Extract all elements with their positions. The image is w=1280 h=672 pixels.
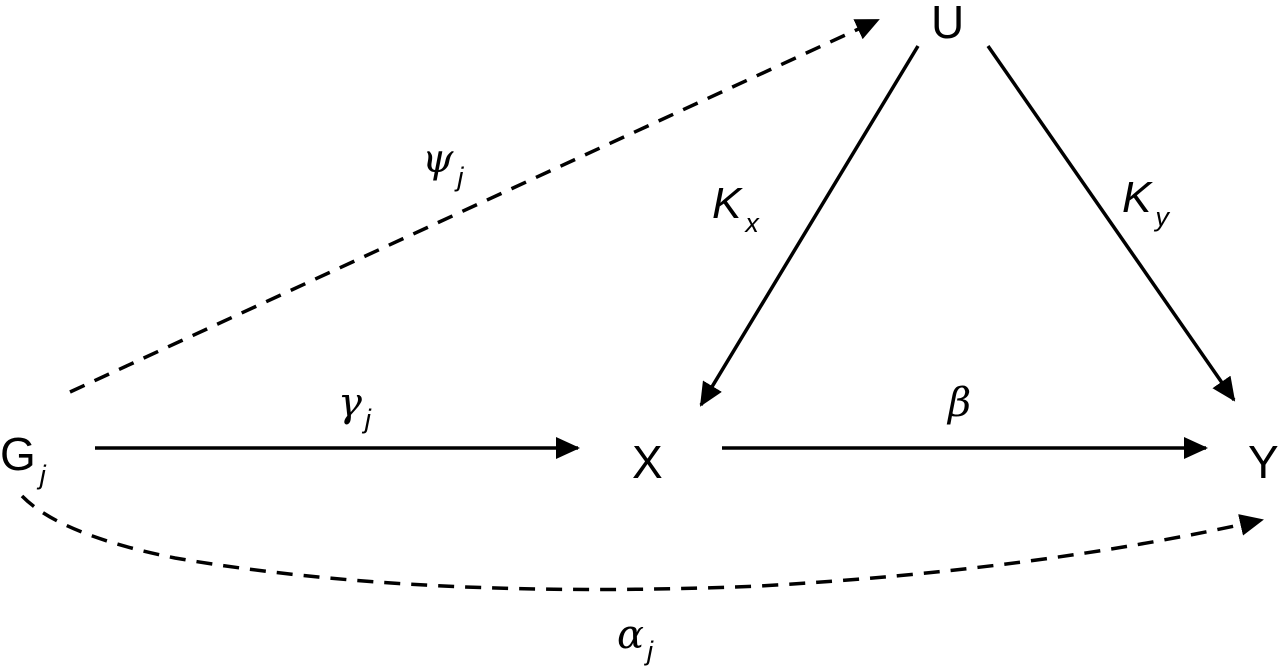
edge-g-to-y: [20, 494, 1264, 592]
label-u-to-y-symbol: K: [1122, 173, 1153, 222]
edge-u-to-x: [699, 45, 920, 407]
label-u-to-x-subscript: x: [743, 208, 760, 238]
label-g-to-u-symbol: ψ: [422, 136, 454, 182]
label-g-to-y-symbol: α: [617, 612, 644, 658]
node-u: U: [931, 0, 964, 48]
node-g-subscript: j: [36, 460, 47, 490]
label-g-to-x-symbol: γ: [338, 380, 362, 426]
node-y: Y: [1248, 436, 1279, 488]
edge-u-to-y: [986, 45, 1236, 402]
label-u-to-x-symbol: K: [712, 179, 743, 228]
label-g-to-x-subscript: j: [361, 404, 372, 434]
node-g-label: G: [0, 428, 36, 480]
label-g-to-u-subscript: j: [453, 162, 464, 192]
label-g-to-y-subscript: j: [643, 636, 654, 666]
edge-g-to-u: [69, 18, 880, 394]
label-u-to-y-subscript: y: [1153, 202, 1170, 232]
label-x-to-y: β: [946, 380, 971, 426]
label-x-to-y-symbol: β: [946, 380, 971, 426]
node-x: X: [632, 436, 663, 488]
